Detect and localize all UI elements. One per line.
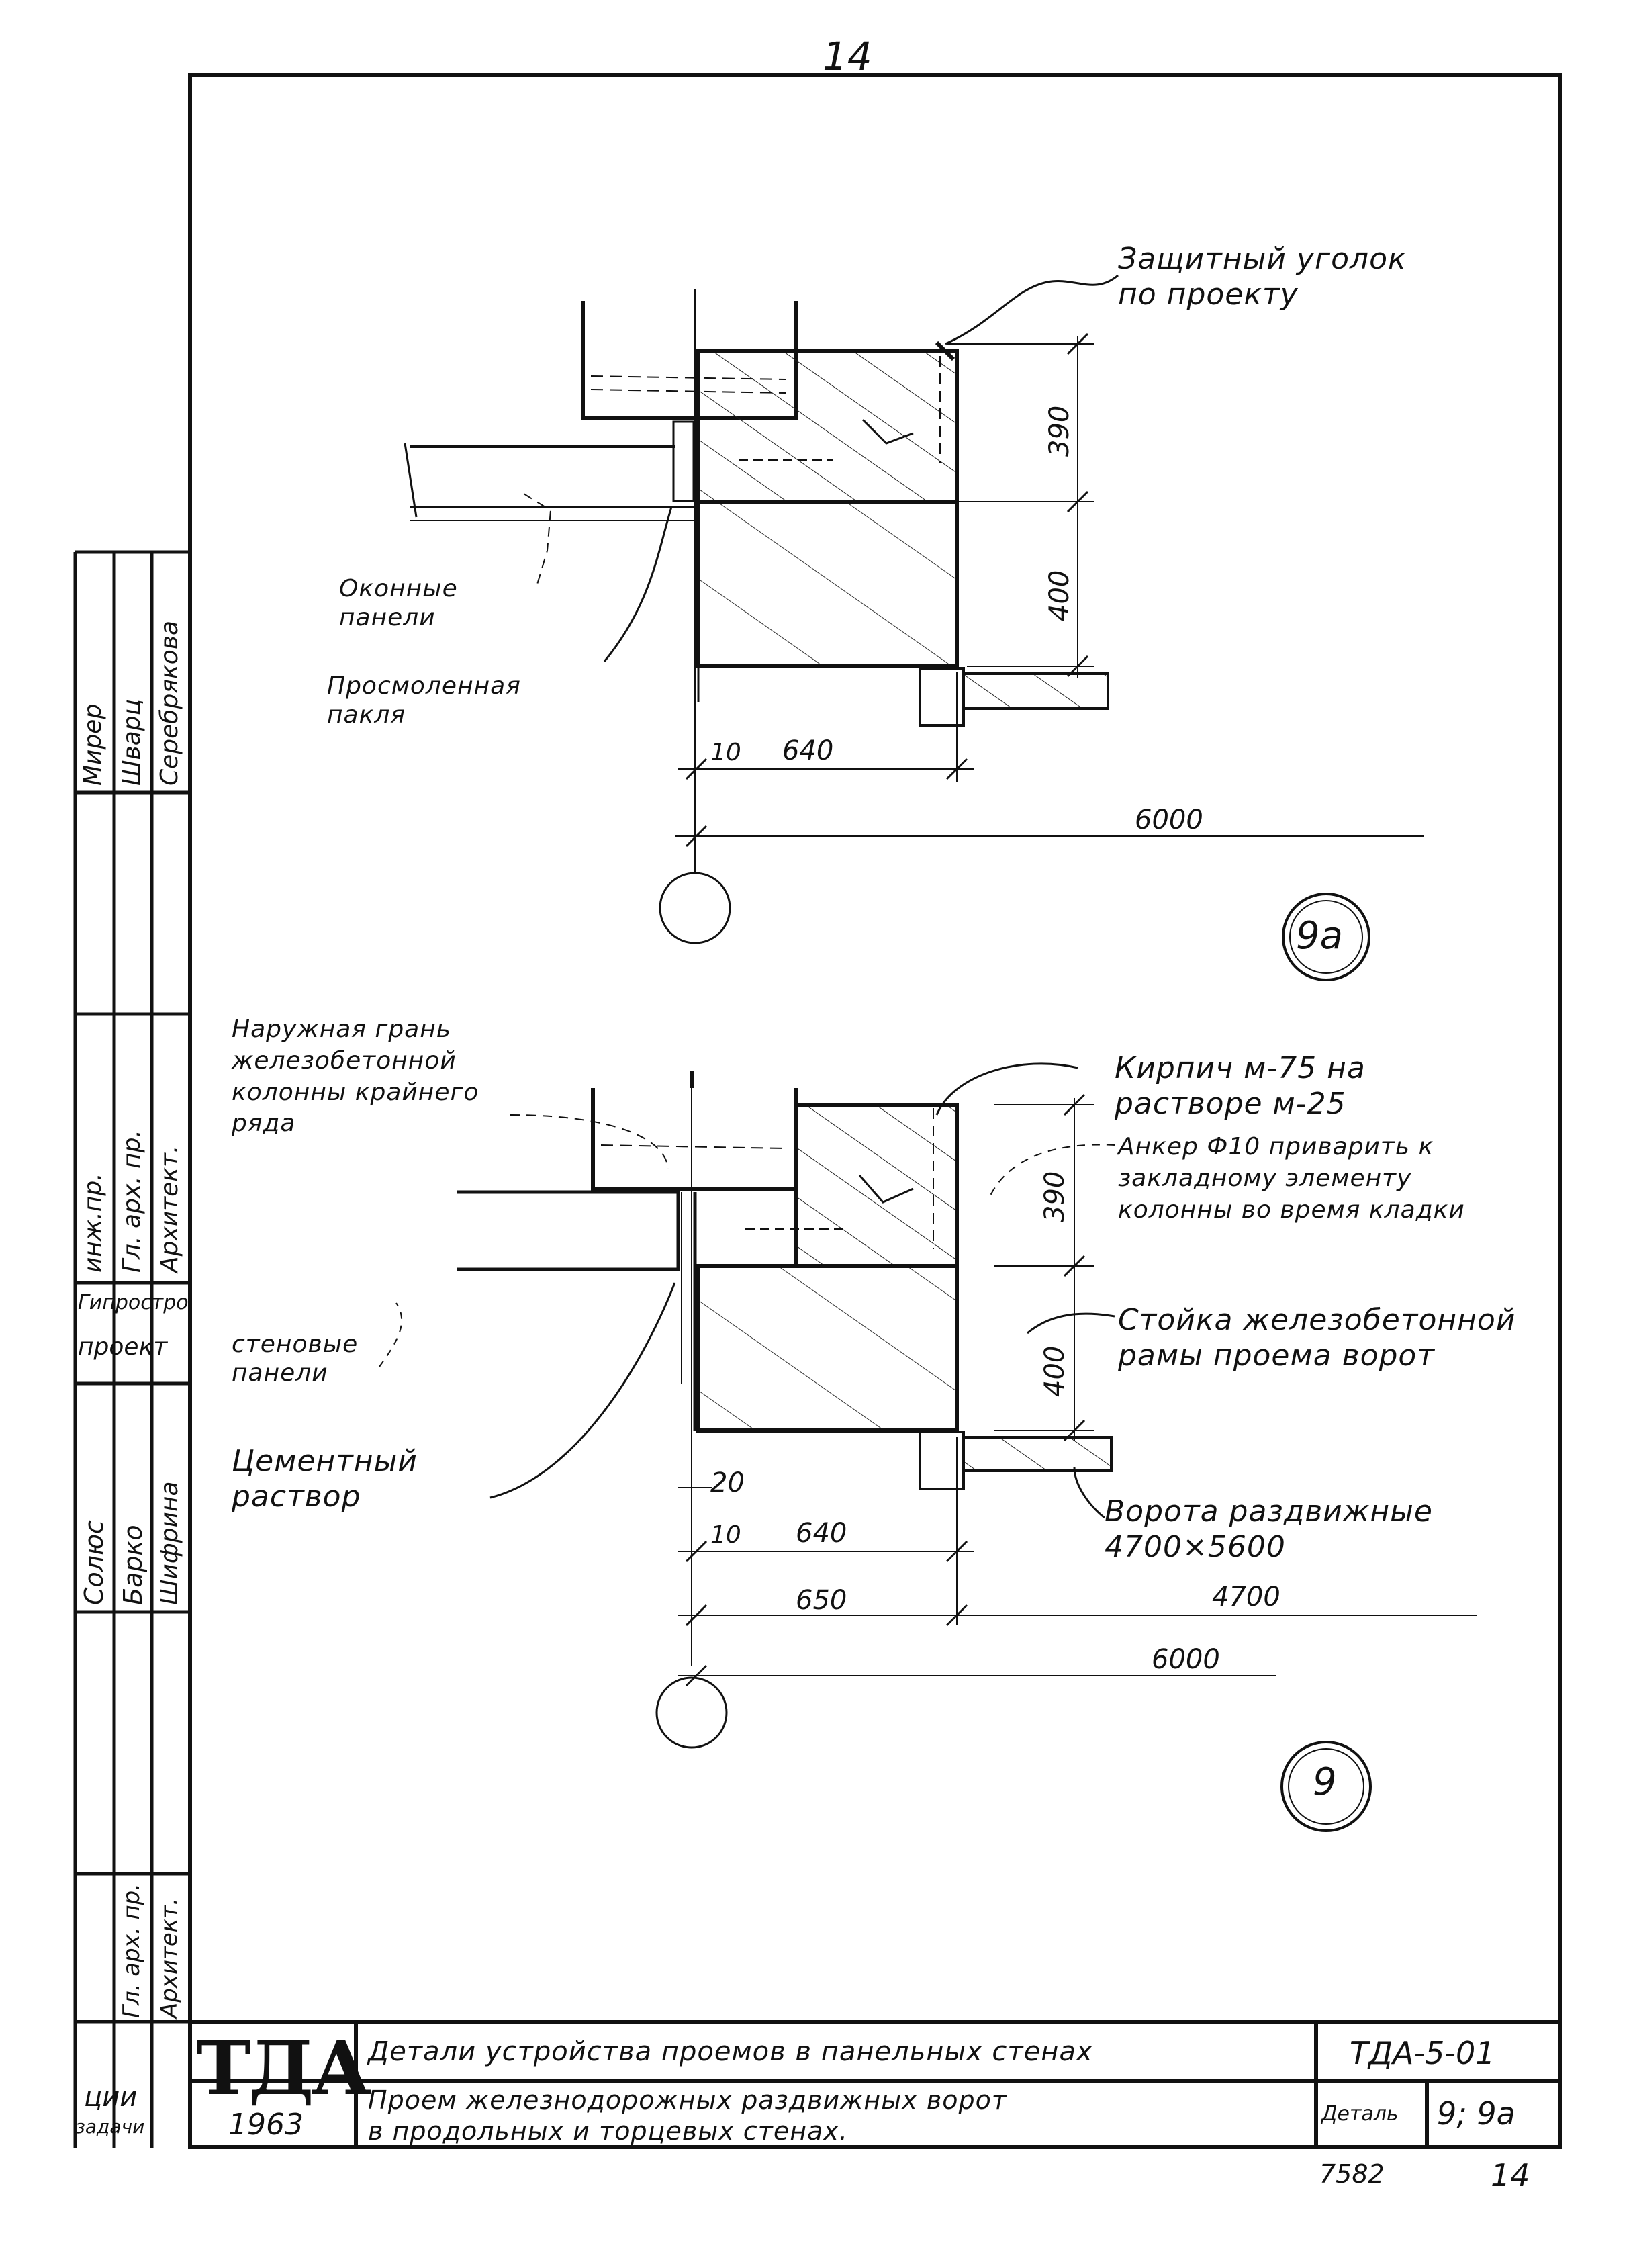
tda-logo: ТДА [196, 2025, 371, 2112]
callout-sliding-gates: Ворота раздвижные 4700×5600 [1105, 1494, 1433, 1564]
title-block-subtitle: Проем железнодорожных раздвижных ворот в… [368, 2085, 1007, 2146]
title-block-frame [190, 2020, 1560, 2148]
stamp-name-6: Шифрина [156, 1481, 183, 1605]
dim-9a-400: 400 [1044, 570, 1075, 621]
dim-9-10: 10 [710, 1521, 741, 1549]
stamp-name-4: Солюс [79, 1520, 109, 1605]
page-number-top: 14 [823, 34, 872, 79]
stamp-name-2: Шварц [118, 698, 146, 786]
dim-9-650: 650 [796, 1585, 847, 1616]
dim-9a-10: 10 [710, 739, 741, 766]
dim-9-20: 20 [710, 1467, 745, 1498]
title-block-detail-value: 9; 9a [1437, 2095, 1515, 2132]
callout-cement-mortar: Цементный раствор [232, 1444, 418, 1514]
detail-9a-marker: 9a [1296, 914, 1343, 958]
title-block-title: Детали устройства проемов в панельных ст… [368, 2036, 1093, 2067]
stamp-role-4: Гл. арх. пр. [118, 1883, 145, 2018]
stamp-role-5: Архитект. [156, 1898, 183, 2018]
dim-9a-6000: 6000 [1135, 805, 1203, 835]
stamp-org-1: Гипростро [78, 1291, 189, 1314]
title-block-year: 1963 [228, 2107, 304, 2142]
stamp-org-2: проект [78, 1333, 168, 1361]
sheet-border [188, 73, 1562, 2149]
dim-9-4700: 4700 [1212, 1582, 1280, 1613]
stamp-name-3: Серебрякова [156, 620, 183, 786]
callout-gate-post: Стойка железобетонной рамы проема ворот [1118, 1303, 1516, 1373]
detail-9a-geometry [404, 274, 1424, 981]
stamp-role-2: Гл. арх. пр. [118, 1130, 146, 1273]
callout-anchor: Анкер Ф10 приварить к закладному элемент… [1118, 1133, 1465, 1224]
callout-tarred-tow: Просмоленная пакля [327, 672, 521, 729]
dim-9-640: 640 [796, 1518, 847, 1549]
stamp-name-1: Мирер [79, 703, 107, 786]
footer-left: 7582 [1319, 2159, 1385, 2189]
stamp-bottom-2: задачи [75, 2116, 145, 2138]
dim-9a-390: 390 [1044, 405, 1075, 457]
stamp-bottom-1: ции [84, 2082, 138, 2113]
dim-9-6000: 6000 [1152, 1644, 1220, 1675]
detail-9-geometry [379, 1062, 1477, 1832]
stamp-role-1: инж.пр. [79, 1173, 107, 1273]
title-block-detail-label: Деталь [1321, 2102, 1399, 2126]
callout-column-outer-edge: Наружная грань железобетонной колонны кр… [232, 1015, 479, 1138]
callout-brick: Кирпич м-75 на растворе м-25 [1115, 1051, 1366, 1121]
dim-9-390: 390 [1039, 1171, 1070, 1222]
callout-wall-panels: стеновые панели [232, 1330, 359, 1388]
callout-window-panels: Оконные панели [339, 575, 458, 632]
detail-9-marker: 9 [1313, 1760, 1337, 1804]
dim-9a-640: 640 [782, 735, 834, 766]
title-block-code: ТДА-5-01 [1350, 2035, 1495, 2071]
stamp-role-3: Архитект. [156, 1145, 183, 1273]
stamp-name-5: Барко [118, 1525, 148, 1605]
footer-right: 14 [1491, 2157, 1530, 2193]
dim-9-400: 400 [1039, 1345, 1070, 1397]
side-stamp-frame [73, 550, 190, 2148]
callout-protective-angle: Защитный уголок по проекту [1118, 242, 1407, 312]
